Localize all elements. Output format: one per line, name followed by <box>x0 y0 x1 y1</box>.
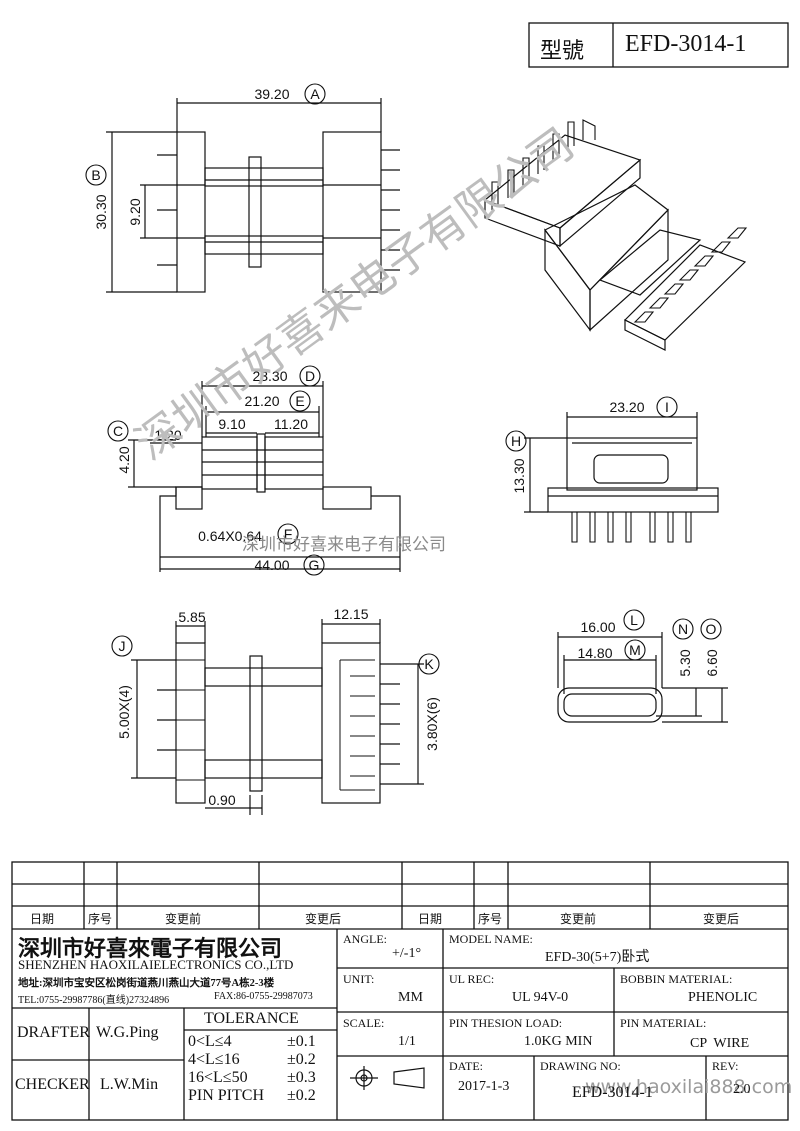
dim-end-width: 23.20 <box>609 399 644 415</box>
rev-header-no-2: 序号 <box>478 912 503 926</box>
tolerance-value-4: ±0.2 <box>287 1087 316 1104</box>
tolerance-value-2: ±0.2 <box>287 1051 316 1068</box>
tolerance-value-1: ±0.1 <box>287 1033 316 1050</box>
pin-material-value: CP WIRE <box>690 1036 750 1051</box>
dim-core-outer: 16.00 <box>580 619 615 635</box>
dim-center-gap: 9.20 <box>127 198 143 225</box>
tolerance-range-4: PIN PITCH <box>188 1087 265 1104</box>
rev-value: 2.0 <box>733 1082 751 1097</box>
dim-bottom-offset: 0.90 <box>208 792 235 808</box>
company-tel: TEL:0755-29987786(直线)27324896 <box>18 995 170 1006</box>
date-label: DATE: <box>449 1059 483 1073</box>
side-view <box>128 381 401 572</box>
tolerance-range-3: 16<L≤50 <box>188 1069 248 1086</box>
model-name-value: EFD-30(5+7)卧式 <box>545 950 650 965</box>
rev-header-date-1: 日期 <box>30 912 55 926</box>
checker-label: CHECKER <box>15 1076 90 1093</box>
company-fax: FAX:86-0755-29987073 <box>214 991 313 1002</box>
tolerance-title: TOLERANCE <box>204 1010 299 1027</box>
checker-name: L.W.Min <box>100 1076 159 1093</box>
rev-header-before-2: 变更前 <box>560 912 597 926</box>
ref-b: B <box>91 167 100 183</box>
dim-core-inner: 14.80 <box>577 645 612 661</box>
ref-j: J <box>119 638 126 654</box>
tolerance-range-1: 0<L≤4 <box>188 1033 232 1050</box>
tolerance-range-2: 4<L≤16 <box>188 1051 240 1068</box>
dim-top-width: 39.20 <box>254 86 289 102</box>
dim-core-h1: 5.30 <box>677 649 693 676</box>
isometric-view <box>483 119 748 351</box>
dim-overall-length: 23.30 <box>252 368 287 384</box>
ref-e: E <box>295 393 304 409</box>
drawing-no-label: DRAWING NO: <box>540 1059 621 1073</box>
company-name-cn: 深圳市好喜來電子有限公司 <box>18 936 283 961</box>
angle-label: ANGLE: <box>343 932 387 946</box>
ref-l: L <box>630 612 638 628</box>
core-view <box>557 632 728 723</box>
top-view <box>106 98 400 293</box>
unit-label: UNIT: <box>343 972 375 986</box>
dim-pin-span: 44.00 <box>254 557 289 573</box>
ref-n: N <box>678 621 688 637</box>
rev-label: REV: <box>712 1059 739 1073</box>
scale-value: 1/1 <box>398 1034 416 1049</box>
end-view <box>524 412 719 543</box>
ref-d: D <box>305 368 315 384</box>
dim-flange-offset: 1.20 <box>154 427 181 443</box>
drafter-label: DRAFTER <box>17 1024 90 1041</box>
bobbin-material-value: PHENOLIC <box>688 990 758 1005</box>
watermark-inline: 深圳市好喜来电子有限公司 <box>242 535 446 555</box>
scale-label: SCALE: <box>343 1016 385 1030</box>
ref-c: C <box>113 423 123 439</box>
pin-load-value: 1.0KG MIN <box>524 1034 593 1049</box>
ref-i: I <box>665 399 669 415</box>
model-name-label: MODEL NAME: <box>449 932 533 946</box>
projection-symbol <box>350 1066 425 1090</box>
bottom-view <box>131 619 424 815</box>
ref-k: K <box>424 656 434 672</box>
drawing-no-value: EFD-3014-1 <box>572 1084 653 1101</box>
dim-right-section: 11.20 <box>274 416 308 432</box>
ref-o: O <box>706 621 717 637</box>
dim-end-height: 13.30 <box>511 458 527 493</box>
model-label: 型號 <box>540 38 585 63</box>
rev-header-after-1: 变更后 <box>305 912 342 926</box>
ul-label: UL REC: <box>449 972 495 986</box>
unit-value: MM <box>398 990 423 1005</box>
rev-header-after-2: 变更后 <box>703 912 740 926</box>
dim-pitch-left: 5.00X(4) <box>116 685 132 739</box>
rev-header-before-1: 变更前 <box>165 912 202 926</box>
drafter-name: W.G.Ping <box>96 1024 159 1041</box>
rev-header-date-2: 日期 <box>418 912 443 926</box>
bobbin-material-label: BOBBIN MATERIAL: <box>620 972 733 986</box>
dim-flange-left: 5.85 <box>178 609 205 625</box>
dim-pitch-right: 3.80X(6) <box>424 697 440 751</box>
company-address: 地址:深圳市宝安区松岗街道燕川燕山大道77号A栋2-3楼 <box>18 978 275 989</box>
tolerance-value-3: ±0.3 <box>287 1069 316 1086</box>
dim-top-height: 30.30 <box>93 194 109 229</box>
company-name-en: SHENZHEN HAOXILAIELECTRONICS CO.,LTD <box>18 957 294 972</box>
rev-header-no-1: 序号 <box>88 912 113 926</box>
dim-pin-size: 0.64X0.64 <box>198 528 262 544</box>
pin-material-label: PIN MATERIAL: <box>620 1016 707 1030</box>
ref-m: M <box>629 642 641 658</box>
dim-left-section: 9.10 <box>218 416 245 432</box>
dim-inner-length: 21.20 <box>244 393 279 409</box>
dim-core-h2: 6.60 <box>704 649 720 676</box>
ul-value: UL 94V-0 <box>512 990 569 1005</box>
dim-flange-right: 12.15 <box>333 606 368 622</box>
ref-a: A <box>310 86 320 102</box>
ref-g: G <box>309 557 320 573</box>
angle-value: +/-1° <box>392 946 422 961</box>
ref-f: F <box>284 526 293 542</box>
date-value: 2017-1-3 <box>458 1079 510 1094</box>
ref-h: H <box>511 433 521 449</box>
watermark-url: www.haoxilai888.com <box>585 1076 793 1098</box>
dim-side-height: 4.20 <box>116 446 132 473</box>
pin-load-label: PIN THESION LOAD: <box>449 1016 563 1030</box>
model-number: EFD-3014-1 <box>625 31 747 57</box>
